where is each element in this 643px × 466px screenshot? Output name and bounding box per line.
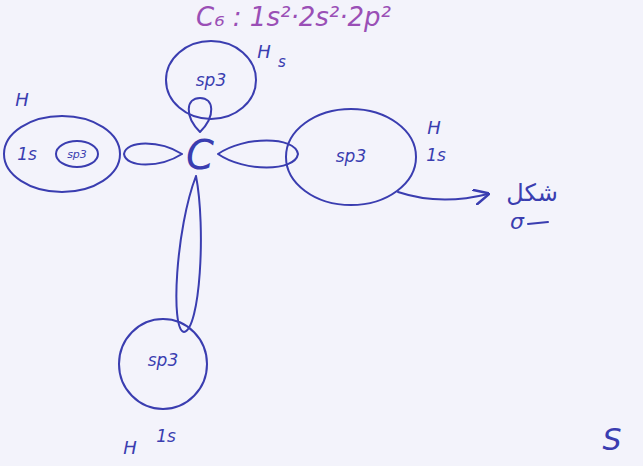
atom-label: H — [15, 91, 29, 109]
sp3-lobe — [124, 144, 182, 165]
orbital-label: sp3 — [148, 352, 178, 369]
orbital-label: 1s — [156, 428, 176, 445]
electron-configuration: C₆ : 1s²·2s²·2p² — [196, 4, 391, 30]
sp3-lobe — [176, 176, 201, 332]
orbital-ellipse — [166, 41, 256, 119]
note: S — [602, 425, 621, 455]
bond-symbol: σ — [510, 211, 524, 233]
dash — [528, 222, 548, 224]
atom-label: H — [257, 43, 271, 61]
orbital-label: s — [278, 55, 286, 70]
hydrogen-1s-orbital: sp3 — [118, 318, 208, 410]
orbital-ellipse — [286, 109, 416, 205]
note: شكل — [506, 181, 558, 205]
sp3-small-orbital — [56, 141, 98, 167]
arrow — [398, 192, 488, 200]
orbital-label: 1s — [17, 146, 37, 163]
orbital-label: sp3 — [336, 148, 366, 165]
atom-label: H — [123, 439, 137, 457]
orbital-ellipse — [119, 319, 207, 409]
atom-label: C — [186, 135, 214, 175]
hydrogen-1s-orbital: 1s sp3 — [3, 115, 121, 193]
orbital-label: sp3 — [196, 72, 226, 89]
orbital-label: 1s — [426, 147, 446, 164]
orbital-label: sp3 — [67, 149, 87, 160]
atom-label: H — [427, 119, 441, 137]
orbital-ellipse — [4, 116, 120, 192]
hydrogen-1s-orbital: sp3 — [165, 40, 257, 120]
hydrogen-1s-orbital: sp3 — [285, 108, 417, 206]
